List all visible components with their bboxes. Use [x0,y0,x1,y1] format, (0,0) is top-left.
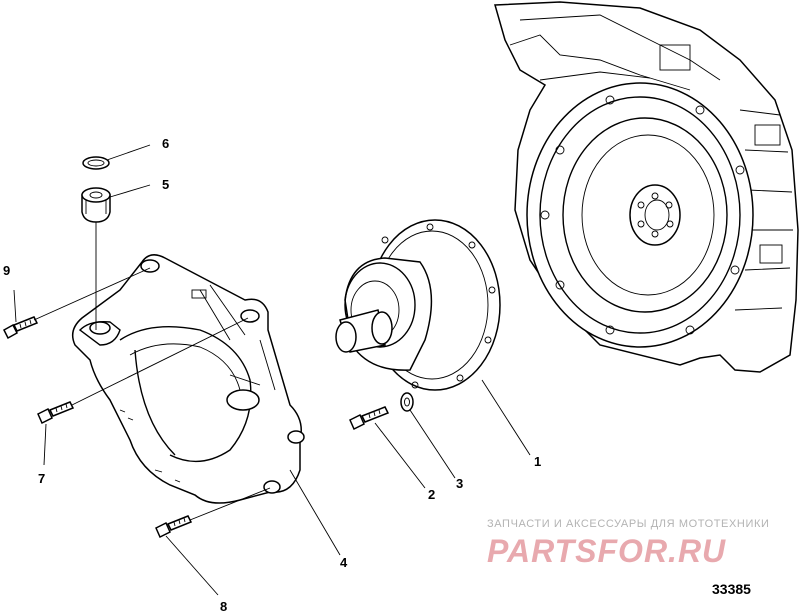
bolt-part-9 [3,316,39,340]
watermark-logo: PARTSFOR.RU [487,533,727,569]
figure-number: 33385 [712,581,751,597]
callout-4: 4 [340,555,348,570]
callout-7: 7 [38,471,45,486]
watermark-caption: ЗАПЧАСТИ И АКСЕССУАРЫ ДЛЯ МОТОТЕХНИКИ [487,518,770,530]
bushing-part-5 [81,187,111,223]
engine-flywheel-assembly [494,1,799,373]
callout-8: 8 [220,599,227,612]
callout-1: 1 [534,454,541,469]
callout-3: 3 [456,476,463,491]
callout-2: 2 [428,487,435,502]
bolt-part-8 [155,515,193,539]
drive-coupler-part-1 [335,219,501,391]
washer-part-3 [400,392,414,412]
bolt-part-2 [349,406,390,431]
callout-9: 9 [3,263,10,278]
callout-6: 6 [162,136,169,151]
callout-5: 5 [162,177,169,192]
leader-lines [13,144,531,596]
bell-housing-part-4 [71,254,305,504]
bolt-part-7 [37,401,75,425]
ring-part-6 [82,156,110,170]
callout-labels: 1 2 3 4 5 6 7 8 9 [3,136,541,612]
